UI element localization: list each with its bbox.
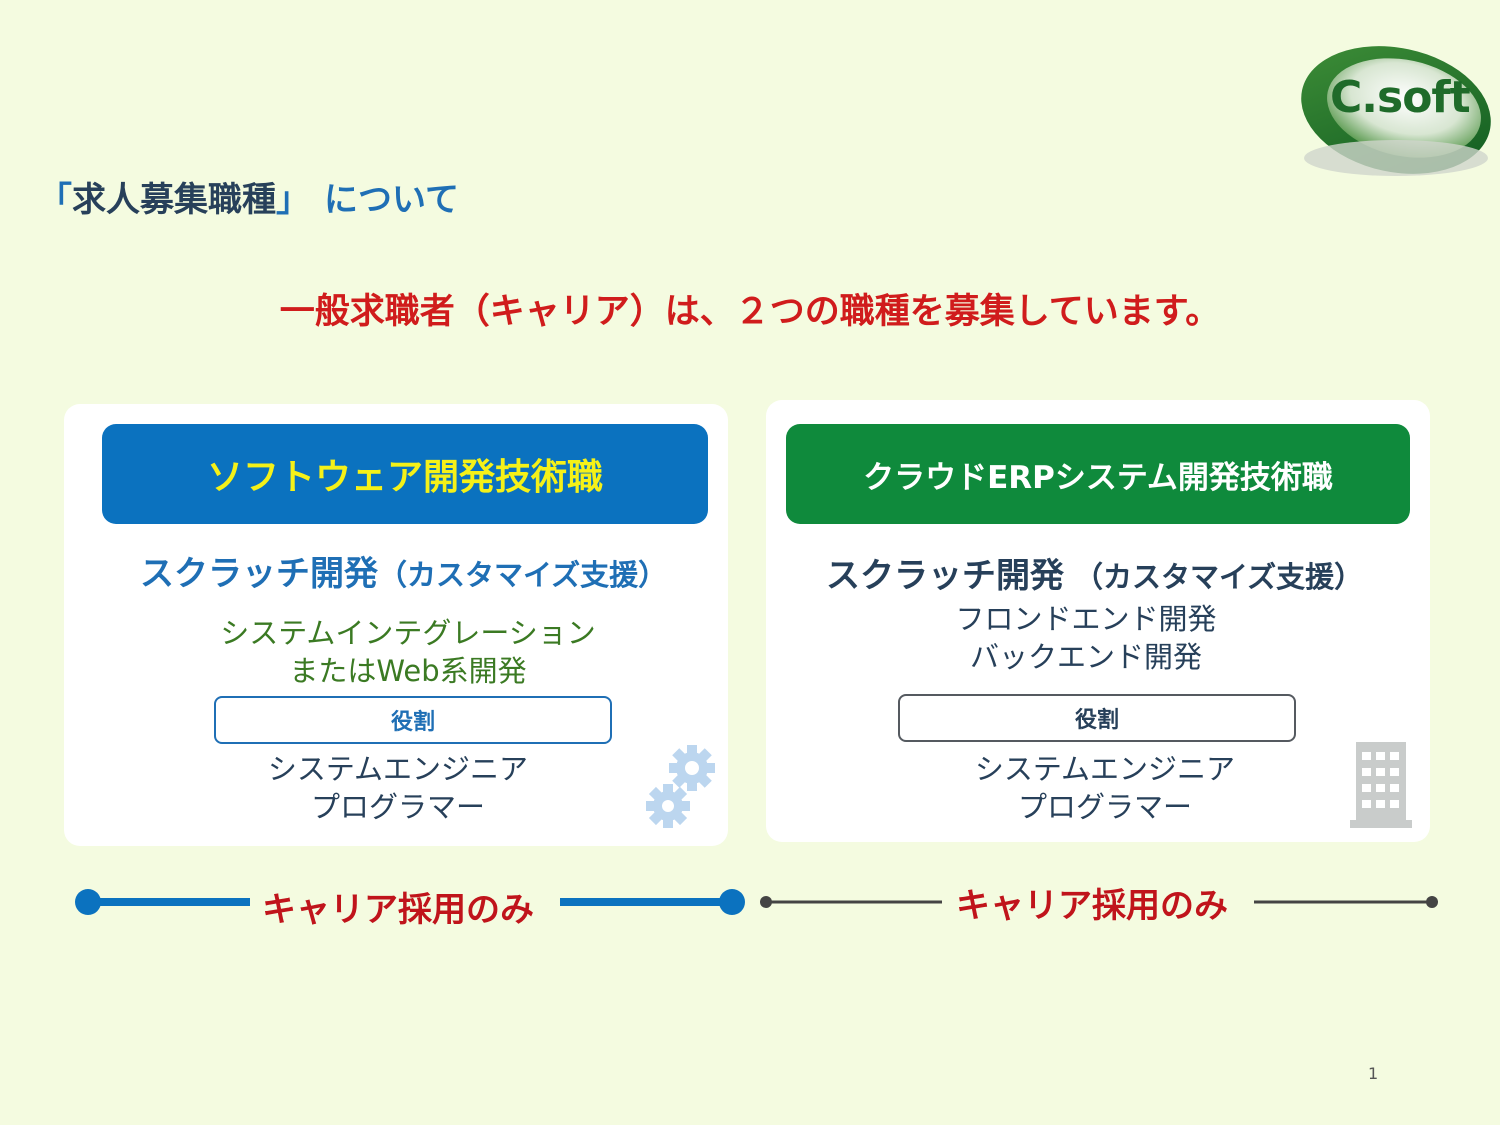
csoft-swoosh-logo bbox=[1301, 46, 1491, 176]
logo-text: C.soft bbox=[1330, 72, 1471, 123]
gears-icon bbox=[640, 740, 720, 832]
job-title-software: ソフトウェア開発技術職 bbox=[102, 424, 708, 524]
page-number: 1 bbox=[1368, 1064, 1379, 1083]
page-title: 「求人募集職種」について bbox=[38, 172, 459, 221]
job-subtitle: スクラッチ開発 （カスタマイズ支援） bbox=[826, 548, 1363, 597]
role-line: システムエンジニア bbox=[974, 752, 1236, 786]
timeline-label-right: キャリア採用のみ bbox=[956, 886, 1228, 926]
description-line: またはWeb系開発 bbox=[289, 654, 527, 688]
description-line: システムインテグレーション bbox=[220, 616, 596, 650]
timeline-right-line bbox=[760, 896, 1438, 908]
headline: 一般求職者（キャリア）は、２つの職種を募集しています。 bbox=[279, 292, 1221, 332]
heading-open-bracket: 「 bbox=[38, 180, 72, 220]
heading-main: 求人募集職種 bbox=[72, 180, 276, 220]
job-card-software: ソフトウェア開発技術職 スクラッチ開発（カスタマイズ支援） システムインテグレー… bbox=[64, 404, 728, 846]
heading-close-bracket: 」 bbox=[276, 180, 310, 220]
role-line: プログラマー bbox=[310, 790, 485, 824]
job-card-cloud-erp: クラウドERPシステム開発技術職 スクラッチ開発 （カスタマイズ支援） フロンドエ… bbox=[766, 400, 1430, 842]
job-description: フロンドエンド開発 バックエンド開発 bbox=[766, 600, 1406, 676]
subtitle-main: スクラッチ開発 bbox=[140, 554, 378, 594]
company-logo bbox=[1296, 40, 1496, 180]
role-line: プログラマー bbox=[1017, 790, 1192, 824]
timeline-left-line bbox=[75, 889, 745, 915]
timeline bbox=[75, 889, 1438, 915]
role-line: システムエンジニア bbox=[267, 752, 529, 786]
subtitle-note: （カスタマイズ支援） bbox=[378, 558, 668, 592]
heading-suffix: について bbox=[324, 180, 459, 220]
job-roles: システムエンジニア プログラマー bbox=[766, 750, 1444, 826]
building-icon bbox=[1350, 738, 1414, 830]
description-line: バックエンド開発 bbox=[969, 640, 1202, 674]
job-roles: システムエンジニア プログラマー bbox=[64, 750, 732, 826]
job-title-cloud-erp: クラウドERPシステム開発技術職 bbox=[786, 424, 1410, 524]
timeline-label-left: キャリア採用のみ bbox=[262, 890, 534, 930]
description-line: フロンドエンド開発 bbox=[955, 602, 1217, 636]
job-subtitle: スクラッチ開発（カスタマイズ支援） bbox=[140, 546, 667, 595]
role-label-box: 役割 bbox=[214, 696, 612, 744]
subtitle-note: （カスタマイズ支援） bbox=[1074, 560, 1364, 594]
job-description: システムインテグレーション またはWeb系開発 bbox=[64, 614, 752, 690]
role-label-box: 役割 bbox=[898, 694, 1296, 742]
subtitle-main: スクラッチ開発 bbox=[826, 556, 1064, 596]
